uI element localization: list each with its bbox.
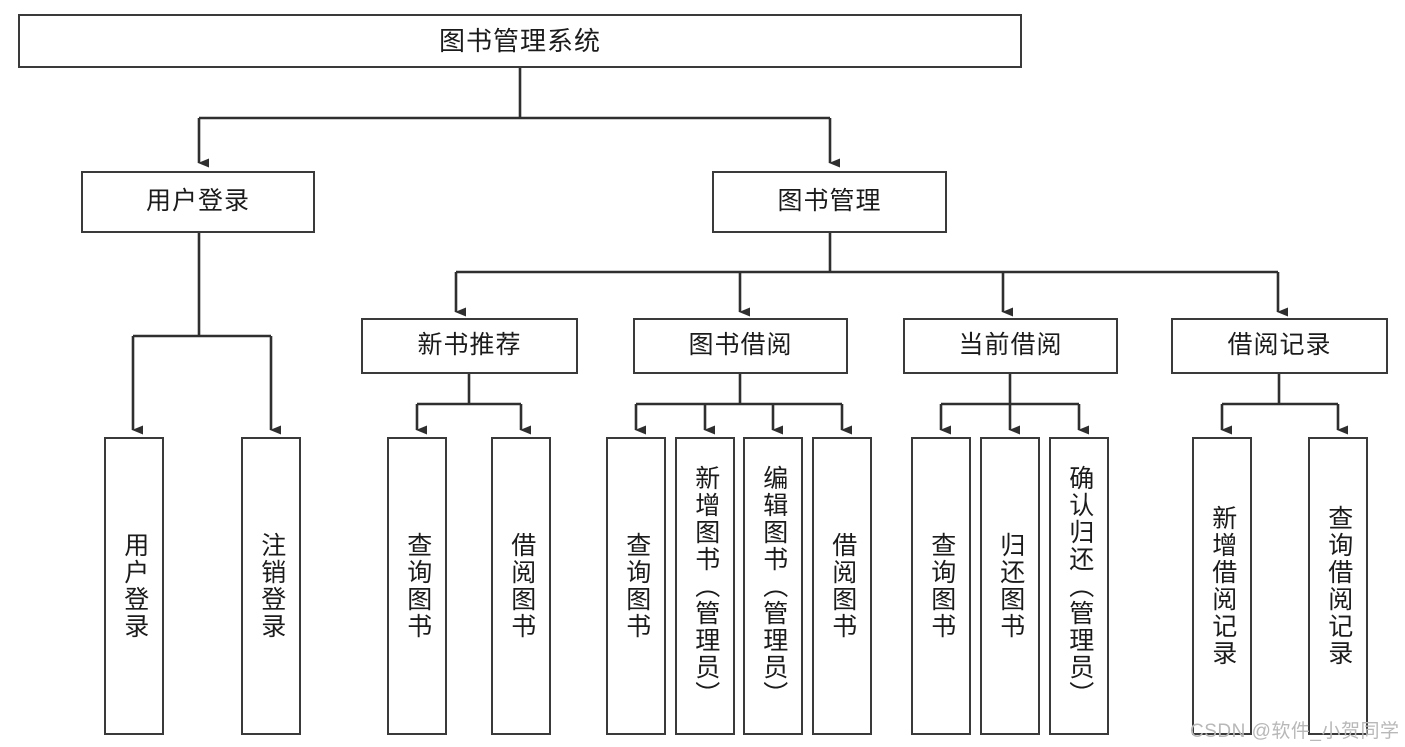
leaf-query-book-2-label: 查询图书 <box>622 532 651 640</box>
node-borrow-record-label: 借阅记录 <box>1227 331 1332 360</box>
leaf-add-book-admin[interactable]: 新增图书（管理员） <box>675 437 735 735</box>
leaf-return-book[interactable]: 归还图书 <box>980 437 1040 735</box>
leaf-user-login-label: 用户登录 <box>120 532 149 640</box>
leaf-confirm-return-admin[interactable]: 确认归还（管理员） <box>1049 437 1109 735</box>
leaf-query-borrow-record[interactable]: 查询借阅记录 <box>1308 437 1368 735</box>
node-book-manage[interactable]: 图书管理 <box>712 171 947 233</box>
leaf-logout-login[interactable]: 注销登录 <box>241 437 301 735</box>
leaf-borrow-book-1-label: 借阅图书 <box>507 532 536 640</box>
leaf-add-book-admin-label: 新增图书（管理员） <box>691 464 720 708</box>
leaf-confirm-return-admin-label: 确认归还（管理员） <box>1065 464 1094 708</box>
node-new-book-recommend[interactable]: 新书推荐 <box>361 318 578 374</box>
leaf-logout-login-label: 注销登录 <box>257 532 286 640</box>
node-new-book-recommend-label: 新书推荐 <box>417 331 522 360</box>
leaf-query-book-2[interactable]: 查询图书 <box>606 437 666 735</box>
leaf-borrow-book-1[interactable]: 借阅图书 <box>491 437 551 735</box>
leaf-add-borrow-record-label: 新增借阅记录 <box>1208 505 1237 667</box>
node-book-manage-label: 图书管理 <box>777 187 882 216</box>
leaf-borrow-book-2-label: 借阅图书 <box>828 532 857 640</box>
node-root-label: 图书管理系统 <box>438 25 601 56</box>
node-current-borrow-label: 当前借阅 <box>958 331 1063 360</box>
node-borrow-record[interactable]: 借阅记录 <box>1171 318 1388 374</box>
node-book-borrow-label: 图书借阅 <box>688 331 793 360</box>
leaf-return-book-label: 归还图书 <box>996 532 1025 640</box>
leaf-borrow-book-2[interactable]: 借阅图书 <box>812 437 872 735</box>
leaf-edit-book-admin[interactable]: 编辑图书（管理员） <box>743 437 803 735</box>
node-book-borrow[interactable]: 图书借阅 <box>633 318 848 374</box>
leaf-edit-book-admin-label: 编辑图书（管理员） <box>759 464 788 708</box>
csdn-watermark: CSDN @软件_小贺同学 <box>1190 721 1400 742</box>
leaf-query-book-1-label: 查询图书 <box>403 532 432 640</box>
leaf-add-borrow-record[interactable]: 新增借阅记录 <box>1192 437 1252 735</box>
leaf-query-book-3-label: 查询图书 <box>927 532 956 640</box>
node-user-login-label: 用户登录 <box>145 187 250 216</box>
leaf-query-borrow-record-label: 查询借阅记录 <box>1324 505 1353 667</box>
leaf-query-book-3[interactable]: 查询图书 <box>911 437 971 735</box>
node-current-borrow[interactable]: 当前借阅 <box>903 318 1118 374</box>
node-user-login[interactable]: 用户登录 <box>81 171 315 233</box>
leaf-query-book-1[interactable]: 查询图书 <box>387 437 447 735</box>
leaf-user-login[interactable]: 用户登录 <box>104 437 164 735</box>
node-root[interactable]: 图书管理系统 <box>18 14 1022 68</box>
